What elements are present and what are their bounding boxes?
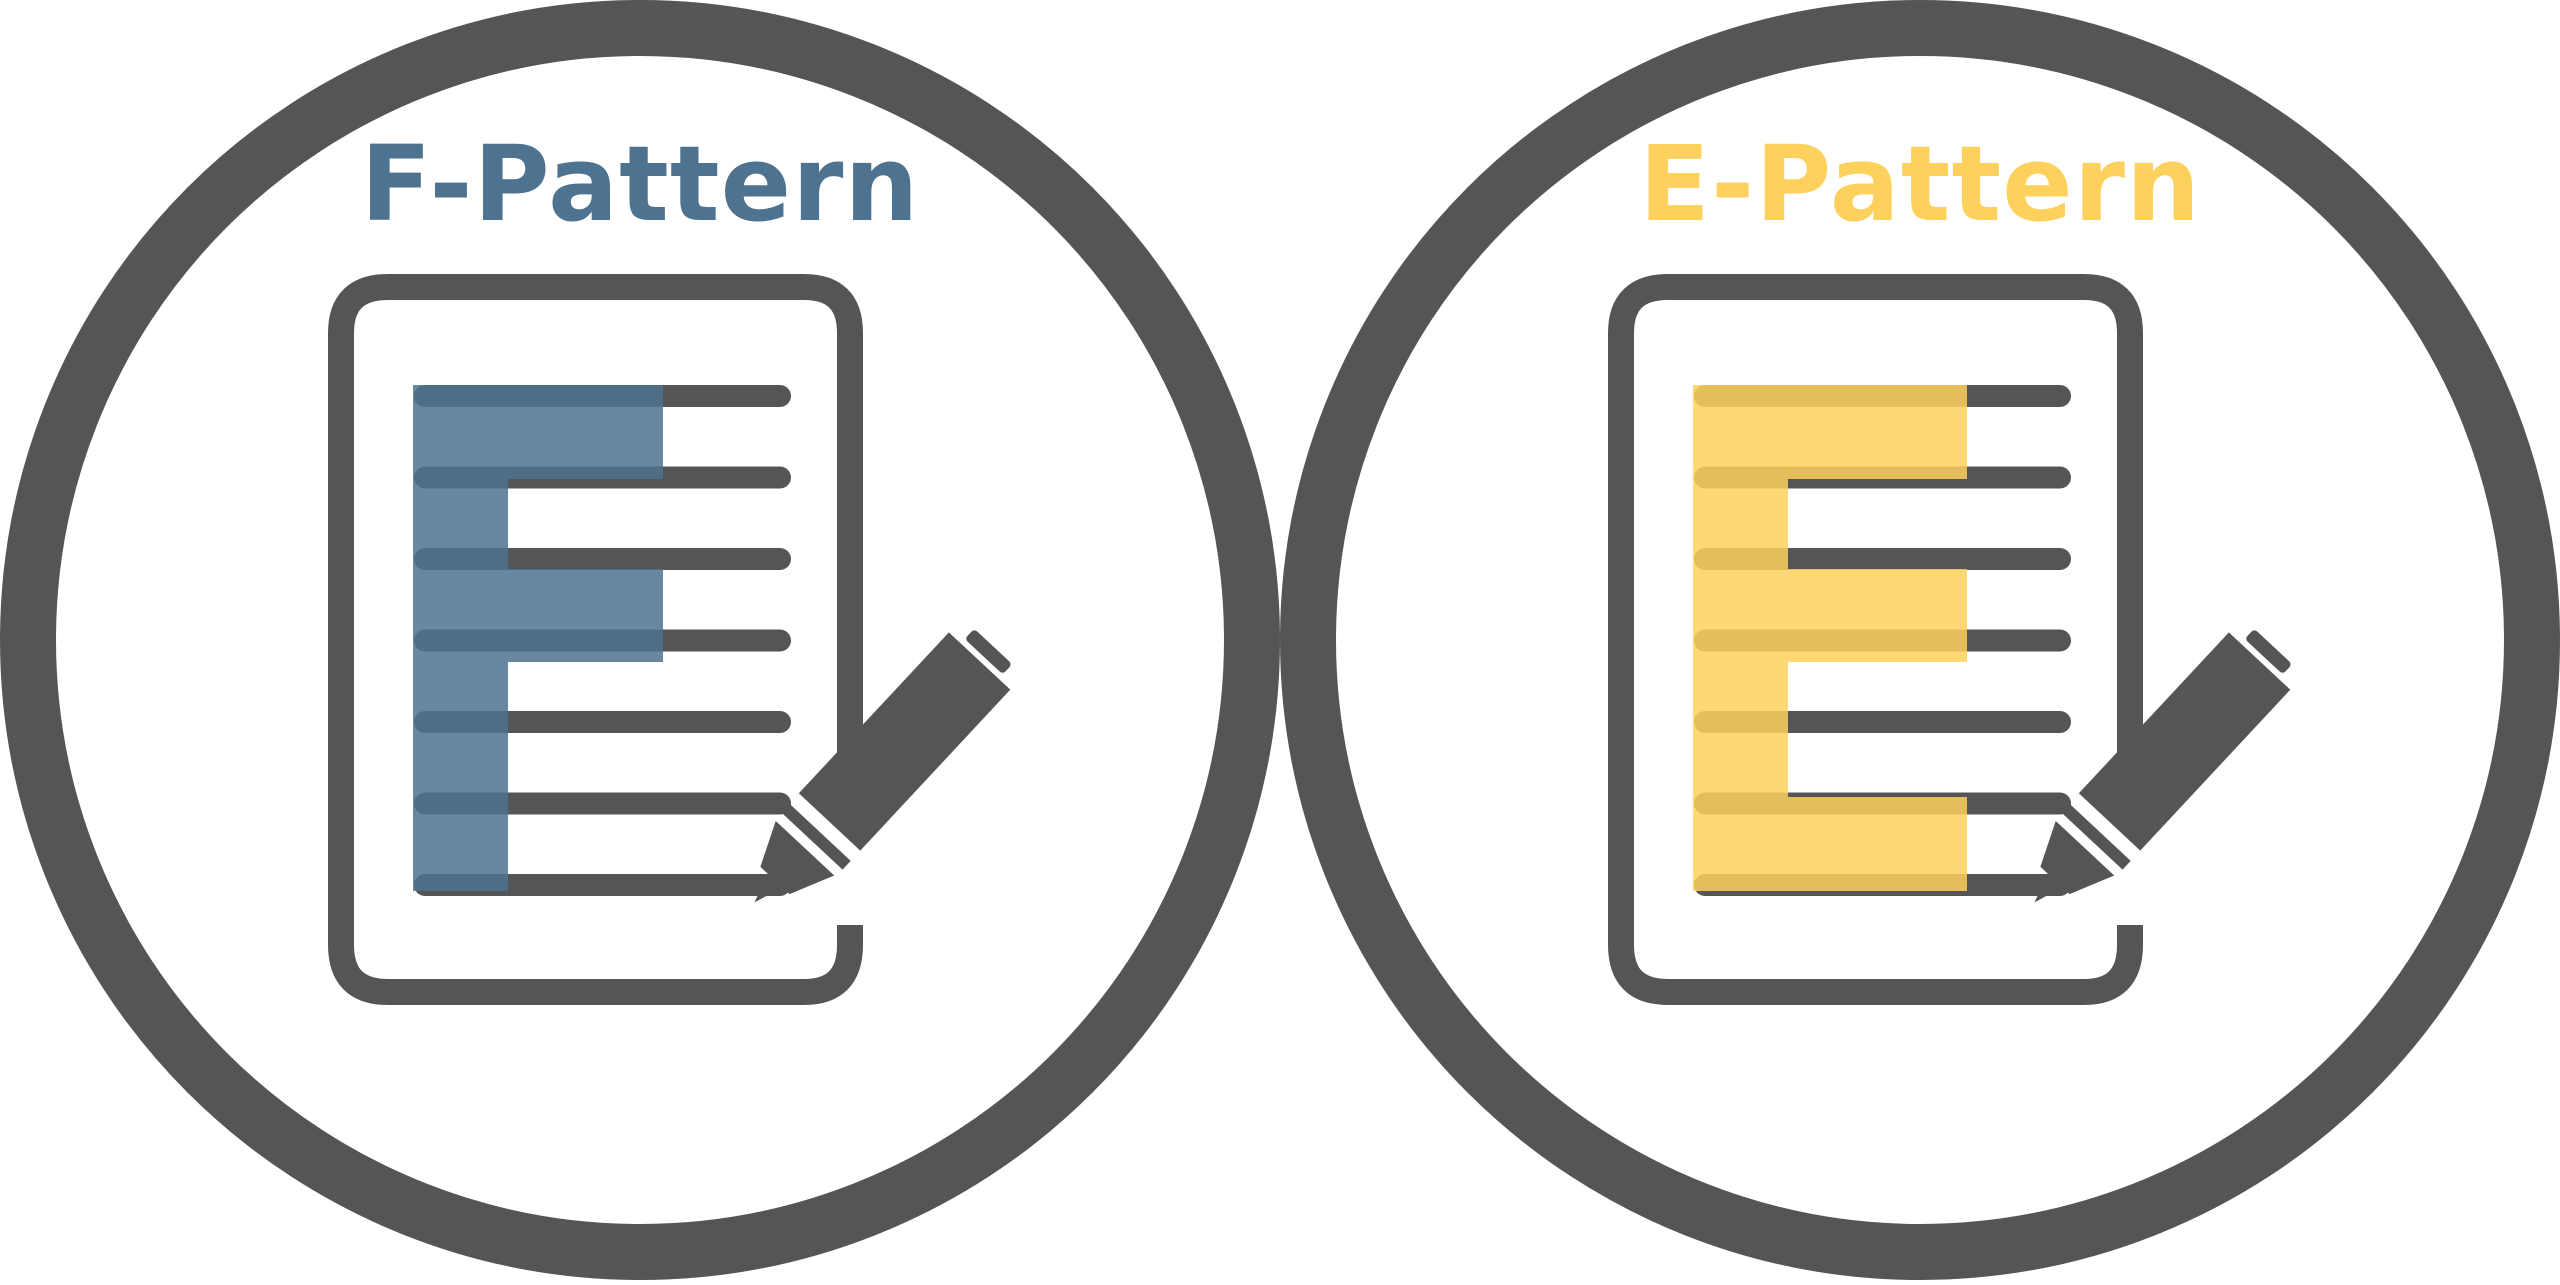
e-highlight-stem: [1693, 385, 1788, 891]
f-highlight-middle-bar: [508, 569, 663, 662]
e-pen-icon: [2034, 630, 2291, 903]
e-highlight-bottom-bar: [1788, 797, 1967, 891]
e-pattern-title: E-Pattern: [1639, 123, 2201, 245]
f-pen-icon: [754, 630, 1011, 903]
f-highlight-stem: [413, 385, 508, 891]
f-pattern-highlight: [413, 385, 663, 891]
f-highlight-top-bar: [508, 385, 663, 479]
e-document-icon: [1608, 274, 2143, 1005]
e-highlight-middle-bar: [1788, 569, 1967, 662]
e-highlight-top-bar: [1788, 385, 1967, 479]
e-pattern-highlight: [1693, 385, 1967, 891]
f-pattern-title: F-Pattern: [361, 123, 920, 245]
e-pattern-panel: E-Pattern: [1280, 0, 2560, 1280]
f-pattern-panel: F-Pattern: [0, 0, 1280, 1280]
f-document-icon: [328, 274, 863, 1005]
